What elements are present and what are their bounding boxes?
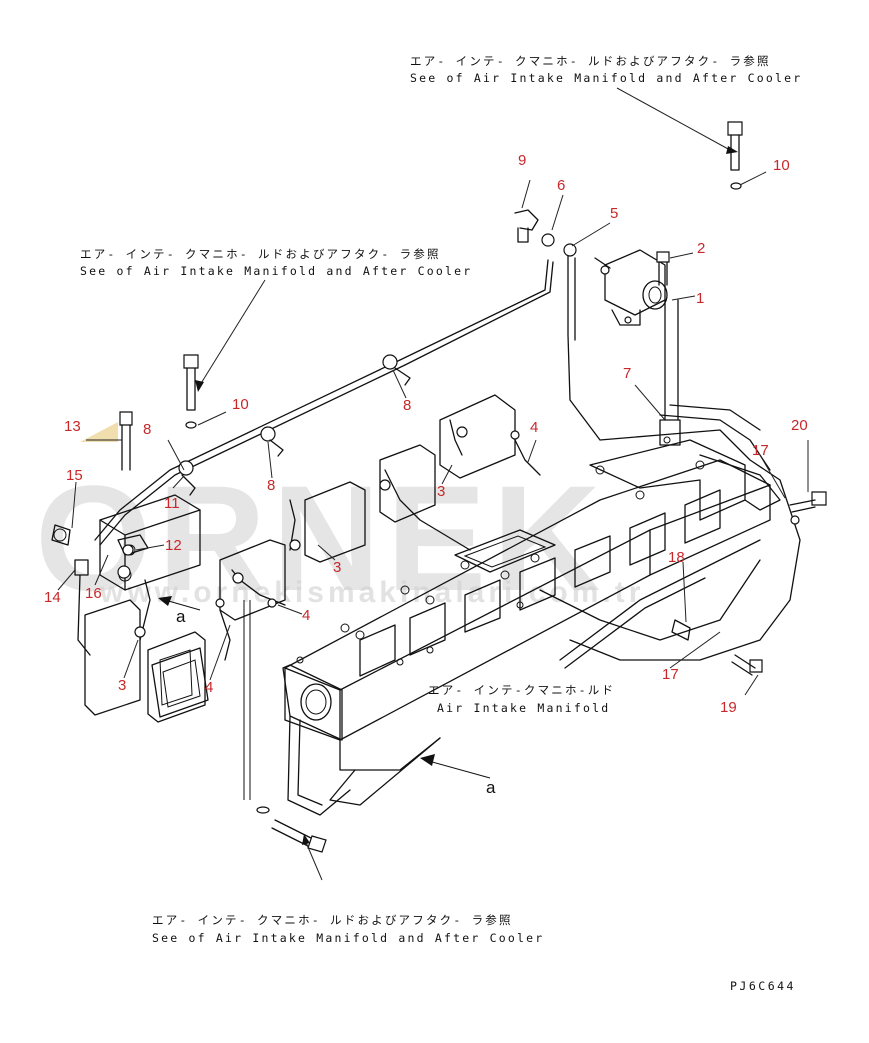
callout-4b: 4 — [302, 607, 310, 624]
bolts-right — [671, 491, 827, 676]
callout-10b: 10 — [232, 396, 249, 413]
callout-4a: 4 — [530, 419, 538, 436]
callout-17a: 17 — [752, 442, 769, 459]
reference-note-mid-ja: エア- インテ- クマニホ- ルドおよびアフタク- ラ参照 — [80, 247, 441, 261]
callout-9: 9 — [518, 152, 526, 169]
callout-17b: 17 — [662, 666, 679, 683]
callout-4c: 4 — [205, 679, 213, 696]
callout-8c: 8 — [143, 421, 151, 438]
drawing-code: PJ6C644 — [730, 979, 796, 993]
bolt-2 — [656, 251, 670, 286]
bolt-mid-left — [183, 354, 199, 429]
view-arrows — [158, 596, 491, 853]
callout-14: 14 — [44, 589, 61, 606]
bolt-13 — [119, 411, 133, 471]
relay-part — [594, 249, 668, 326]
manifold-label-en: Air Intake Manifold — [437, 701, 610, 715]
long-pipe — [94, 233, 555, 546]
callout-5: 5 — [610, 205, 618, 222]
manifold-label-ja: エア- インテ-クマニホ-ルド — [428, 683, 615, 697]
callout-6: 6 — [557, 177, 565, 194]
leader-lines — [57, 87, 809, 881]
callout-2: 2 — [697, 240, 705, 257]
callout-18: 18 — [668, 549, 685, 566]
bracket-7 — [659, 299, 681, 446]
callout-19: 19 — [720, 699, 737, 716]
callout-15: 15 — [66, 467, 83, 484]
callout-3c: 3 — [118, 677, 126, 694]
watermark-mark — [80, 422, 118, 442]
callout-13: 13 — [64, 418, 81, 435]
air-intake-manifold — [282, 439, 781, 816]
reference-note-bottom-en: See of Air Intake Manifold and After Coo… — [152, 931, 544, 945]
callout-12: 12 — [165, 537, 182, 554]
reference-note-top-ja: エア- インテ- クマニホ- ルドおよびアフタク- ラ参照 — [410, 54, 771, 68]
callout-11: 11 — [164, 495, 180, 512]
callout-8a: 8 — [403, 397, 411, 414]
callout-20: 20 — [791, 417, 808, 434]
callout-7: 7 — [623, 365, 631, 382]
bolt-top-right — [727, 121, 743, 190]
glow-leads — [134, 419, 541, 661]
callout-10a: 10 — [773, 157, 790, 174]
reference-note-top-en: See of Air Intake Manifold and After Coo… — [410, 71, 802, 85]
callout-numbers: 1 2 3 3 3 3 4 4 4 4 5 6 7 8 8 8 9 10 10 … — [44, 152, 808, 716]
view-letter-a-left: a — [176, 607, 186, 626]
exhaust-flange-assembly — [53, 394, 516, 723]
view-letter-a-right: a — [486, 778, 496, 797]
callout-16: 16 — [85, 585, 102, 602]
callout-3a: 3 — [437, 483, 445, 500]
gasket — [151, 647, 209, 718]
callout-3b: 3 — [333, 559, 341, 576]
callout-1: 1 — [696, 290, 704, 307]
callout-8b: 8 — [267, 477, 275, 494]
reference-note-mid-en: See of Air Intake Manifold and After Coo… — [80, 264, 472, 278]
reference-note-bottom-ja: エア- インテ- クマニホ- ルドおよびアフタク- ラ参照 — [152, 913, 513, 927]
elbow-fitting — [514, 209, 539, 243]
